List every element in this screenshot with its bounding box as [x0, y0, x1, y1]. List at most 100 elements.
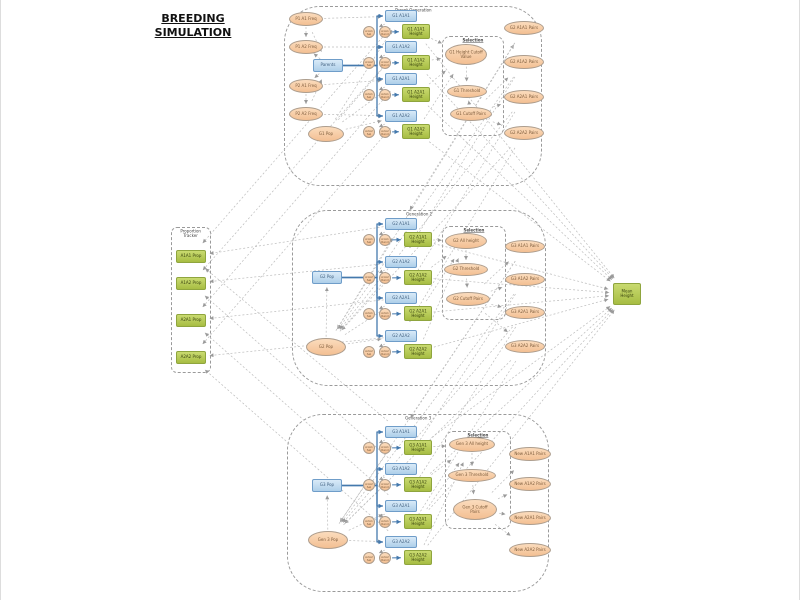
c-g1-a2a1-sel[interactable]: A2A1 Sel — [363, 89, 375, 101]
c-g1-a2a2-rand[interactable]: A2A2 Rand — [379, 126, 391, 138]
g1-cutoff-pairs[interactable]: G1 Cutoff Pairs — [450, 107, 492, 121]
g2-a1a1[interactable]: G2 A1A1 — [385, 218, 417, 230]
p1-a1-freq-label: P1 A1 Freq — [295, 16, 317, 21]
g3-a1a1-height[interactable]: G3 A1A1 Height — [404, 440, 432, 455]
g3-a1a2[interactable]: G3 A1A2 — [385, 463, 417, 475]
g1-a1a1[interactable]: G1 A1A1 — [385, 10, 417, 22]
prop-a2a2[interactable]: A2A2 Prop — [176, 351, 206, 364]
g2-a1a1-pairs[interactable]: G2 A1A1 Pairs — [504, 21, 544, 35]
g2-a1a2-label: G2 A1A2 — [392, 259, 410, 264]
new-a2a2-pairs[interactable]: New A2A2 Pairs — [509, 543, 551, 557]
g2-a1a1-height[interactable]: G2 A1A1 Height — [404, 232, 432, 247]
g3-a1a1-pairs-label: G3 A1A1 Pairs — [510, 243, 540, 249]
c-g1-a1a1-rand[interactable]: A1A1 Rand — [379, 26, 391, 38]
g1-a2a2[interactable]: G1 A2A2 — [385, 110, 417, 122]
g2-all-height[interactable]: G2 All height — [445, 233, 487, 249]
p2-a1-freq[interactable]: P2 A1 Freq — [289, 79, 323, 93]
g3-a2a1[interactable]: G3 A2A1 — [385, 500, 417, 512]
c-g1-a1a1-sel[interactable]: A1A1 Sel — [363, 26, 375, 38]
c-g3-a2a1-rand[interactable]: A2A1 Rand — [379, 516, 391, 528]
prop-a1a1[interactable]: A1A1 Prop — [176, 250, 206, 263]
c-g2-a2a2-rand[interactable]: A2A2 Rand — [379, 346, 391, 358]
new-a1a1-pairs[interactable]: New A1A1 Pairs — [509, 447, 551, 461]
g2-a2a1-label: G2 A2A1 — [392, 295, 410, 300]
group-proportion-tracker[interactable]: Proportion Tracker — [171, 227, 211, 373]
g2-cutoff-pairs[interactable]: G2 Cutoff Pairs — [446, 292, 490, 306]
prop-a1a2[interactable]: A1A2 Prop — [176, 277, 206, 290]
g1-a2a2-height[interactable]: G1 A2A2 Height — [402, 124, 430, 139]
c-g2-a1a1-sel[interactable]: A1A1 Sel — [363, 234, 375, 246]
gen3-threshold[interactable]: Gen 3 Threshold — [448, 469, 496, 482]
g1-a1a1-height[interactable]: G1 A1A1 Height — [402, 24, 430, 39]
g3-a2a2[interactable]: G3 A2A2 — [385, 536, 417, 548]
c-g3-a2a1-sel[interactable]: A2A1 Sel — [363, 516, 375, 528]
gen3-cutoff-pairs[interactable]: Gen 3 Cutoff Pairs — [453, 499, 497, 520]
c-g1-a2a1-rand[interactable]: A2A1 Rand — [379, 89, 391, 101]
g3-a2a1-pairs[interactable]: G3 A2A1 Pairs — [505, 306, 545, 319]
g3-a1a2-pairs[interactable]: G3 A1A2 Pairs — [505, 273, 545, 286]
p1-a1-freq[interactable]: P1 A1 Freq — [289, 12, 323, 26]
g3-a2a2-pairs[interactable]: G3 A2A2 Pairs — [505, 340, 545, 353]
c-g3-a1a2-rand[interactable]: A1A2 Rand — [379, 479, 391, 491]
c-g2-a2a1-sel[interactable]: A2A1 Sel — [363, 308, 375, 320]
p1-a2-freq[interactable]: P1 A2 Freq — [289, 40, 323, 54]
c-g2-a2a1-rand[interactable]: A2A1 Rand — [379, 308, 391, 320]
g1-a2a1-height[interactable]: G1 A2A1 Height — [402, 87, 430, 102]
g3-a1a2-height[interactable]: G3 A1A2 Height — [404, 477, 432, 492]
group-selection-g2[interactable]: Selection — [442, 226, 506, 320]
c-g2-a1a2-sel[interactable]: A1A2 Sel — [363, 272, 375, 284]
g1-a1a2[interactable]: G1 A1A2 — [385, 41, 417, 53]
c-g3-a1a1-rand[interactable]: A1A1 Rand — [379, 442, 391, 454]
c-g1-a2a1-sel-label: A2A1 Sel — [365, 91, 373, 99]
new-a1a2-pairs[interactable]: New A1A2 Pairs — [509, 477, 551, 491]
g3-a2a2-pairs-label: G3 A2A2 Pairs — [510, 343, 540, 349]
c-g2-a1a1-rand[interactable]: A1A1 Rand — [379, 234, 391, 246]
g3-pop-var[interactable]: Gen 3 Pop — [308, 531, 348, 549]
c-g3-a1a2-sel-label: A1A2 Sel — [365, 481, 373, 489]
p2-a2-freq-label: P2 A2 Freq — [295, 111, 317, 116]
c-g3-a2a2-rand[interactable]: A2A2 Rand — [379, 552, 391, 564]
g2-a2a2-height[interactable]: G2 A2A2 Height — [404, 344, 432, 359]
c-g1-a1a2-sel[interactable]: A1A2 Sel — [363, 57, 375, 69]
g3-a1a1[interactable]: G3 A1A1 — [385, 426, 417, 438]
g2-threshold[interactable]: G2 Threshold — [444, 263, 488, 276]
g1-threshold[interactable]: G1 Threshold — [447, 85, 487, 98]
g3-a2a1-height[interactable]: G3 A2A1 Height — [404, 514, 432, 529]
g2-a2a1-pairs[interactable]: G2 A2A1 Pairs — [504, 90, 544, 104]
g2-a1a2-height[interactable]: G2 A1A2 Height — [404, 270, 432, 285]
p2-a2-freq[interactable]: P2 A2 Freq — [289, 107, 323, 121]
group-generation-2[interactable]: Generation 2 — [292, 210, 546, 386]
g3-a1a1-pairs[interactable]: G3 A1A1 Pairs — [505, 240, 545, 253]
new-a2a1-pairs[interactable]: New A2A1 Pairs — [509, 511, 551, 525]
c-g3-a1a2-sel[interactable]: A1A2 Sel — [363, 479, 375, 491]
g2-a1a2-pairs[interactable]: G2 A1A2 Pairs — [504, 55, 544, 69]
c-g1-a1a2-rand[interactable]: A1A2 Rand — [379, 57, 391, 69]
group-label-generation-2: Generation 2 — [405, 212, 433, 217]
g1-height-cutoff-value[interactable]: G1 Height Cutoff Value — [445, 44, 487, 65]
group-selection-g1[interactable]: Selection — [442, 36, 504, 136]
gen3-all-height[interactable]: Gen 3 All height — [449, 437, 495, 452]
c-g3-a2a2-sel[interactable]: A2A2 Sel — [363, 552, 375, 564]
c-g2-a2a2-sel[interactable]: A2A2 Sel — [363, 346, 375, 358]
g2-a2a1-height[interactable]: G2 A2A1 Height — [404, 306, 432, 321]
c-g1-a2a2-sel[interactable]: A2A2 Sel — [363, 126, 375, 138]
c-g2-a1a2-rand[interactable]: A1A2 Rand — [379, 272, 391, 284]
g2-a2a2-label: G2 A2A2 — [392, 333, 410, 338]
g1-a2a1[interactable]: G1 A2A1 — [385, 73, 417, 85]
g2-a2a1[interactable]: G2 A2A1 — [385, 292, 417, 304]
g2-pop[interactable]: G2 Pop — [312, 271, 342, 284]
g3-a2a2-height[interactable]: G3 A2A2 Height — [404, 550, 432, 565]
prop-a2a2-label: A2A2 Prop — [180, 354, 202, 360]
c-g3-a1a1-sel[interactable]: A1A1 Sel — [363, 442, 375, 454]
g2-pop-var[interactable]: G2 Pop — [306, 338, 346, 356]
parents[interactable]: Parents — [313, 59, 343, 72]
mean-height[interactable]: Mean Height — [613, 283, 641, 305]
g2-a2a2[interactable]: G2 A2A2 — [385, 330, 417, 342]
g3-pop[interactable]: G3 Pop — [312, 479, 342, 492]
prop-a2a1[interactable]: A2A1 Prop — [176, 314, 206, 327]
g1-a1a2-height[interactable]: G1 A1A2 Height — [402, 55, 430, 70]
group-generation-3[interactable]: Generation 3 — [287, 414, 549, 592]
g1-pop[interactable]: G1 Pop — [308, 126, 344, 142]
g2-a2a2-pairs[interactable]: G2 A2A2 Pairs — [504, 126, 544, 140]
g2-a1a2[interactable]: G2 A1A2 — [385, 256, 417, 268]
